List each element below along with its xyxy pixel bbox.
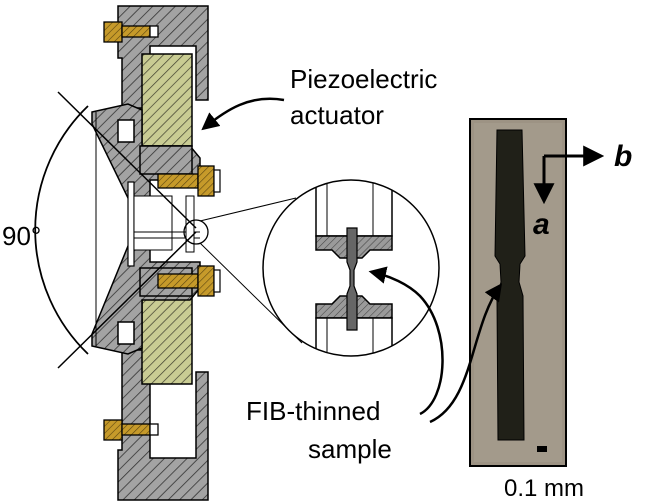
angle-arc (34, 105, 89, 355)
angle-label: 90° (2, 221, 41, 251)
scale-label: 0.1 mm (504, 475, 584, 502)
piezo-stack-top (141, 53, 193, 147)
zoom-sample (346, 227, 358, 331)
center-plate (133, 195, 173, 251)
sample-micrograph (469, 118, 605, 467)
zoom-guide-upper (199, 197, 297, 222)
sample-label-line2: sample (308, 434, 392, 464)
slot-bottom (117, 321, 135, 345)
axis-b-label: b (614, 140, 632, 173)
frame-bottom (117, 349, 209, 501)
screw-bottom-b (157, 265, 221, 297)
sample-location-circle (183, 219, 209, 245)
zoom-detail (262, 179, 440, 357)
actuator-label-line2: actuator (290, 100, 384, 130)
scale-bar (537, 446, 547, 452)
center-bar-left (127, 181, 135, 267)
piezo-stack-bottom (141, 291, 193, 385)
crystal-bar (494, 129, 526, 441)
sample-holder-column (185, 195, 195, 253)
cell-cross-section (34, 5, 221, 501)
actuator-label-line1: Piezoelectric (290, 64, 437, 94)
sample-pointer-photo (429, 283, 503, 424)
axis-a-label: a (533, 208, 550, 241)
screw-top-b (157, 165, 221, 197)
clamp-top (139, 145, 193, 175)
sample-label-line1: FIB-thinned (246, 396, 380, 426)
slot-top (117, 119, 135, 143)
cone-line-lower (57, 231, 197, 369)
screw-bottom-a (103, 419, 159, 441)
screw-top-a (103, 21, 159, 43)
actuator-pointer (201, 97, 285, 131)
cone-line-upper (57, 91, 197, 229)
sample-pointer-zoom (368, 266, 444, 416)
